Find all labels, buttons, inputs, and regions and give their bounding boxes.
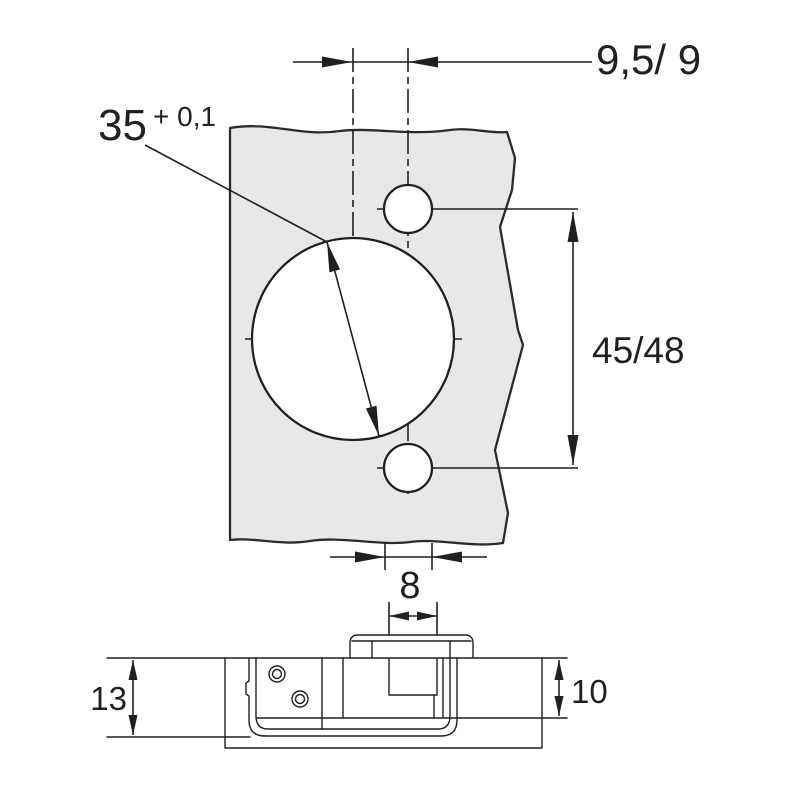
- section-view-dimensions: 13 10: [90, 602, 608, 735]
- dim-cup-tolerance-label: + 0,1: [153, 101, 216, 132]
- dim-edge-distance-label: 9,5/ 9: [596, 36, 701, 83]
- dim-drilling-depth-label: 13: [90, 680, 127, 717]
- front-view-dimensions: 9,5/ 9 45/48 35 + 0,1 8: [98, 36, 701, 607]
- cup-boss-outline: [349, 634, 474, 659]
- screw-hole-top: [382, 183, 434, 235]
- flange-screw-inner-1: [271, 668, 283, 680]
- flange-screw-outer-1: [268, 665, 286, 683]
- screw-hole-bottom: [382, 442, 434, 494]
- dim-hole-diameter-label: 8: [399, 565, 420, 607]
- cup-diameter-arrow: [326, 241, 380, 437]
- cup-inner-shell: [255, 657, 451, 730]
- flange-screw-inner-2: [294, 693, 306, 705]
- dim-inner-depth-label: 10: [571, 673, 608, 710]
- door-section-outline: [224, 657, 543, 749]
- cup-outer-shell: [245, 657, 458, 737]
- dim-cup-diameter-label: 35: [98, 101, 147, 150]
- flange-screw-outer-2: [291, 690, 309, 708]
- cup-diameter-leader-line: [144, 144, 328, 243]
- section-view: [106, 634, 568, 749]
- dim-hole-spacing-label: 45/48: [592, 330, 685, 371]
- front-view: [144, 48, 578, 546]
- boss-cavity: [388, 657, 438, 696]
